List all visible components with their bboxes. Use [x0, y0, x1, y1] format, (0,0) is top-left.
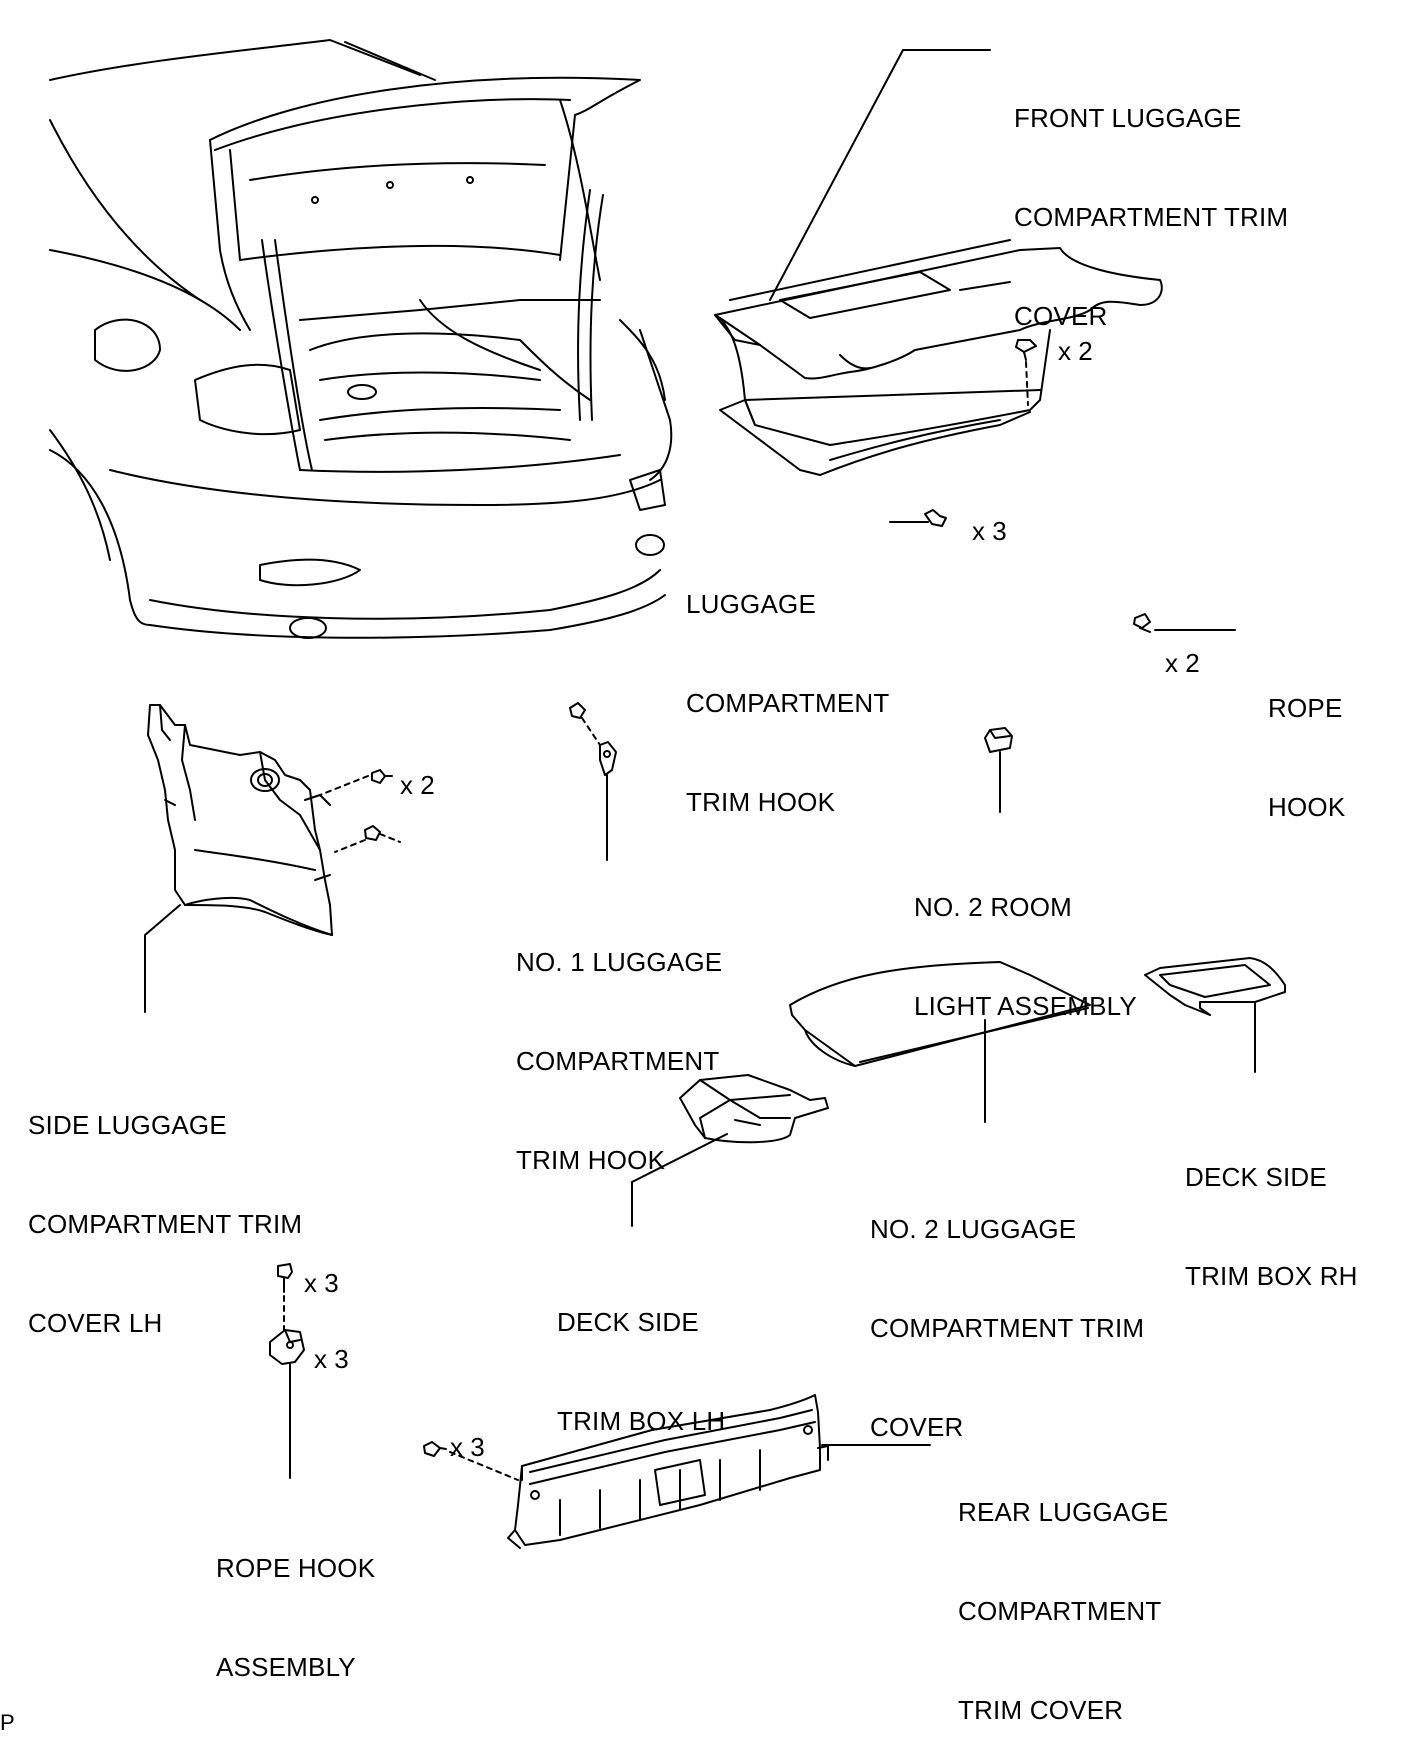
- label-line: TRIM HOOK: [516, 1145, 666, 1175]
- label-line: DECK SIDE: [557, 1307, 699, 1337]
- label-no1-trim-hook: NO. 1 LUGGAGE COMPARTMENT TRIM HOOK: [516, 880, 722, 1210]
- label-rope-hook: ROPE HOOK: [1268, 626, 1345, 857]
- label-front-trim-cover: FRONT LUGGAGE COMPARTMENT TRIM COVER: [1014, 36, 1288, 366]
- label-line: TRIM COVER: [958, 1695, 1124, 1725]
- qty-rope-bolt: x 3: [304, 1268, 339, 1298]
- front-cover-leader-slant: [769, 49, 904, 301]
- label-line: TRIM BOX RH: [1185, 1261, 1358, 1291]
- qty-side-clip: x 2: [400, 770, 435, 800]
- label-line: FRONT LUGGAGE: [1014, 103, 1242, 133]
- label-deck-side-box-rh: DECK SIDE TRIM BOX RH: [1185, 1095, 1358, 1326]
- label-line: COVER: [1014, 301, 1108, 331]
- rope-hook-part: [1133, 613, 1236, 633]
- no2-trim-cover-part: [789, 961, 1091, 1123]
- qty-front-clip: x 2: [1058, 336, 1093, 366]
- qty-rear-clip: x 3: [450, 1432, 485, 1462]
- label-line: SIDE LUGGAGE: [28, 1110, 227, 1140]
- label-no2-room-light: NO. 2 ROOM LIGHT ASSEMBLY: [914, 825, 1137, 1056]
- label-line: COMPARTMENT TRIM: [1014, 202, 1289, 232]
- label-line: COVER LH: [28, 1308, 163, 1338]
- deck-side-box-rh-part: [1144, 957, 1286, 1073]
- qty-rope-bracket: x 3: [314, 1344, 349, 1374]
- label-line: NO. 1 LUGGAGE: [516, 947, 723, 977]
- rope-hook-assembly-part: [269, 1263, 305, 1479]
- front-trim-cover-part: [714, 239, 1163, 476]
- vehicle-rear-illustration: [49, 39, 673, 639]
- label-rope-hook-assembly: ROPE HOOK ASSEMBLY: [216, 1486, 375, 1717]
- qty-trim-hook: x 3: [972, 516, 1007, 546]
- label-line: ASSEMBLY: [216, 1652, 356, 1682]
- label-line: COMPARTMENT TRIM: [28, 1209, 303, 1239]
- front-clip-part: [1015, 339, 1037, 406]
- trim-hook-part: [889, 509, 947, 527]
- label-trim-hook: LUGGAGE COMPARTMENT TRIM HOOK: [686, 522, 889, 852]
- figure-code: P: [0, 1710, 15, 1735]
- side-clips-part: [319, 769, 401, 853]
- label-line: LIGHT ASSEMBLY: [914, 991, 1137, 1021]
- qty-rope-hook: x 2: [1165, 648, 1200, 678]
- no1-trim-hook-part: [569, 702, 617, 861]
- label-side-trim-cover-lh: SIDE LUGGAGE COMPARTMENT TRIM COVER LH: [28, 1043, 302, 1373]
- side-cover-leader: [144, 904, 181, 1013]
- label-no2-trim-cover: NO. 2 LUGGAGE COMPARTMENT TRIM COVER: [870, 1147, 1144, 1477]
- rear-trim-cover-part: [507, 1394, 931, 1549]
- label-line: COVER: [870, 1412, 964, 1442]
- side-trim-cover-lh-part: [147, 704, 333, 936]
- label-line: NO. 2 LUGGAGE: [870, 1214, 1077, 1244]
- label-line: ROPE HOOK: [216, 1553, 376, 1583]
- label-line: COMPARTMENT TRIM: [870, 1313, 1145, 1343]
- label-line: COMPARTMENT: [958, 1596, 1162, 1626]
- label-line: TRIM BOX LH: [557, 1406, 726, 1436]
- label-deck-side-box-lh: DECK SIDE TRIM BOX LH: [557, 1240, 725, 1471]
- deck-side-box-lh-part: [631, 1074, 829, 1227]
- label-line: HOOK: [1268, 792, 1346, 822]
- label-line: ROPE: [1268, 693, 1343, 723]
- label-line: LUGGAGE: [686, 589, 816, 619]
- label-line: NO. 2 ROOM: [914, 892, 1073, 922]
- label-line: REAR LUGGAGE: [958, 1497, 1169, 1527]
- label-line: TRIM HOOK: [686, 787, 836, 817]
- no2-room-light-part: [984, 727, 1013, 813]
- label-rear-trim-cover: REAR LUGGAGE COMPARTMENT TRIM COVER: [958, 1430, 1168, 1760]
- rear-clip-part: [423, 1441, 519, 1481]
- label-line: COMPARTMENT: [516, 1046, 720, 1076]
- label-line: COMPARTMENT: [686, 688, 890, 718]
- label-line: DECK SIDE: [1185, 1162, 1327, 1192]
